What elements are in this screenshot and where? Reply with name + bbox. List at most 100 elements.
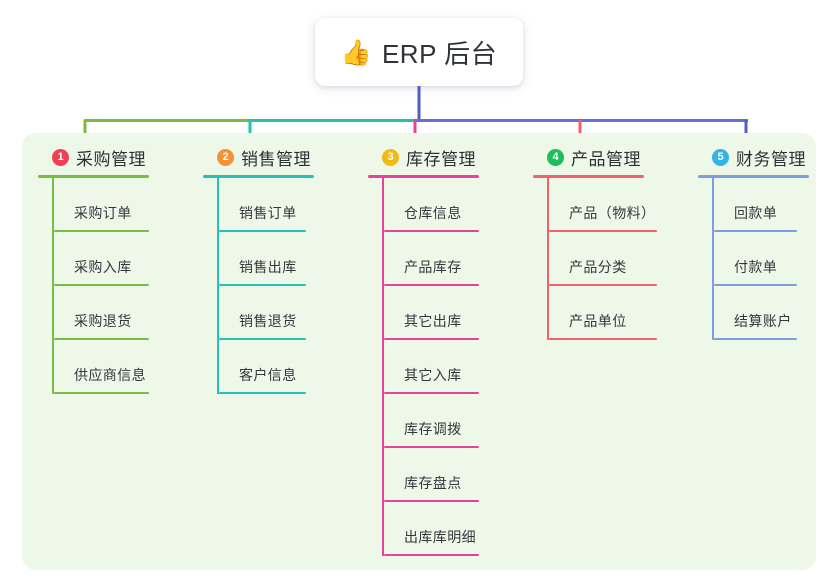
leaf-item[interactable]: 其它入库 (384, 340, 518, 394)
root-node-title: ERP 后台 (381, 38, 498, 69)
leaf-item-rule (714, 230, 797, 232)
branch-spine-1 (52, 178, 54, 394)
leaf-item[interactable]: 库存调拨 (384, 394, 518, 448)
branch-column-4: 4 产品管理产品（物料） 产品分类产品单位 (533, 144, 683, 340)
leaf-item-rule (54, 338, 149, 340)
leaf-item-rule (384, 500, 479, 502)
branch-column-5: 5 财务管理回款单付款单结算账户 (698, 144, 839, 340)
branch-title-4: 产品管理 (571, 149, 641, 169)
leaf-item-rule (384, 284, 479, 286)
leaf-item-label: 采购订单 (74, 205, 132, 221)
leaf-item[interactable]: 产品（物料） (549, 178, 683, 232)
branch-rule-2 (203, 175, 314, 178)
branch-items-4: 产品（物料） 产品分类产品单位 (547, 178, 683, 340)
leaf-item-rule (219, 284, 306, 286)
leaf-item[interactable]: 回款单 (714, 178, 839, 232)
leaf-item-rule (219, 230, 306, 232)
leaf-item[interactable]: 付款单 (714, 232, 839, 286)
leaf-item[interactable]: 出库库明细 (384, 502, 518, 556)
branch-header-5[interactable]: 5 财务管理 (698, 144, 839, 170)
leaf-item-label: 产品单位 (569, 313, 627, 329)
leaf-item-label: 回款单 (734, 205, 778, 221)
leaf-item-rule (384, 446, 479, 448)
leaf-item[interactable]: 供应商信息 (54, 340, 188, 394)
leaf-item-label: 产品分类 (569, 259, 627, 275)
branch-badge-5: 5 (712, 148, 729, 166)
leaf-item[interactable]: 采购入库 (54, 232, 188, 286)
leaf-item[interactable]: 产品单位 (549, 286, 683, 340)
branch-spine-4 (547, 178, 549, 340)
branch-badge-1: 1 (52, 148, 69, 166)
leaf-item-rule (54, 284, 149, 286)
leaf-item-label: 其它入库 (404, 367, 462, 383)
leaf-item[interactable]: 其它出库 (384, 286, 518, 340)
leaf-item-rule (714, 338, 797, 340)
leaf-item-label: 库存盘点 (404, 475, 462, 491)
branch-column-1: 1 采购管理采购订单采购入库采购退货供应商信息 (38, 144, 188, 394)
leaf-item-label: 产品（物料） (569, 205, 656, 221)
branch-spine-2 (217, 178, 219, 394)
leaf-item-label: 采购入库 (74, 259, 132, 275)
leaf-item-label: 仓库信息 (404, 205, 462, 221)
branch-items-5: 回款单付款单结算账户 (712, 178, 839, 340)
branch-title-1: 采购管理 (76, 149, 146, 169)
branch-header-2[interactable]: 2 销售管理 (203, 144, 353, 170)
leaf-item-rule (384, 230, 479, 232)
leaf-item-label: 销售订单 (239, 205, 297, 221)
leaf-item[interactable]: 销售订单 (219, 178, 353, 232)
branch-rule-5 (698, 175, 809, 178)
leaf-item-label: 供应商信息 (74, 367, 146, 383)
leaf-item-label: 出库库明细 (404, 529, 476, 545)
leaf-item-rule (549, 284, 657, 286)
branch-header-1[interactable]: 1 采购管理 (38, 144, 188, 170)
leaf-item-rule (219, 392, 306, 394)
branch-spine-5 (712, 178, 714, 340)
leaf-item-label: 其它出库 (404, 313, 462, 329)
leaf-item-label: 库存调拨 (404, 421, 462, 437)
root-node-card[interactable]: 👍 ERP 后台 (315, 18, 523, 86)
branches-panel (22, 133, 816, 570)
leaf-item[interactable]: 产品库存 (384, 232, 518, 286)
leaf-item[interactable]: 结算账户 (714, 286, 839, 340)
leaf-item[interactable]: 库存盘点 (384, 448, 518, 502)
leaf-item-rule (384, 554, 479, 556)
branch-badge-2: 2 (217, 148, 234, 166)
branch-items-1: 采购订单采购入库采购退货供应商信息 (52, 178, 188, 394)
leaf-item-rule (384, 392, 479, 394)
leaf-item-rule (549, 230, 657, 232)
thumbs-up-icon: 👍 (340, 37, 372, 67)
branch-title-2: 销售管理 (241, 149, 311, 169)
leaf-item[interactable]: 客户信息 (219, 340, 353, 394)
branch-items-3: 仓库信息产品库存其它出库其它入库库存调拨库存盘点出库库明细 (382, 178, 518, 556)
leaf-item-label: 销售出库 (239, 259, 297, 275)
leaf-item[interactable]: 采购订单 (54, 178, 188, 232)
leaf-item-rule (714, 284, 797, 286)
branch-column-2: 2 销售管理销售订单销售出库销售退货客户信息 (203, 144, 353, 394)
leaf-item[interactable]: 产品分类 (549, 232, 683, 286)
leaf-item-rule (384, 338, 479, 340)
branch-badge-3: 3 (382, 148, 399, 166)
branch-spine-3 (382, 178, 384, 556)
leaf-item-label: 销售退货 (239, 313, 297, 329)
leaf-item[interactable]: 销售退货 (219, 286, 353, 340)
leaf-item-rule (54, 392, 149, 394)
leaf-item-label: 结算账户 (734, 313, 792, 329)
leaf-item[interactable]: 仓库信息 (384, 178, 518, 232)
leaf-item[interactable]: 销售出库 (219, 232, 353, 286)
branch-badge-4: 4 (547, 148, 564, 166)
branch-header-4[interactable]: 4 产品管理 (533, 144, 683, 170)
leaf-item[interactable]: 采购退货 (54, 286, 188, 340)
branch-items-2: 销售订单销售出库销售退货客户信息 (217, 178, 353, 394)
branch-title-5: 财务管理 (736, 149, 806, 169)
branch-rule-4 (533, 175, 644, 178)
branch-rule-1 (38, 175, 149, 178)
leaf-item-rule (219, 338, 306, 340)
leaf-item-label: 客户信息 (239, 367, 297, 383)
leaf-item-rule (549, 338, 657, 340)
leaf-item-rule (54, 230, 149, 232)
leaf-item-label: 产品库存 (404, 259, 462, 275)
branch-rule-3 (368, 175, 479, 178)
leaf-item-label: 付款单 (734, 259, 778, 275)
